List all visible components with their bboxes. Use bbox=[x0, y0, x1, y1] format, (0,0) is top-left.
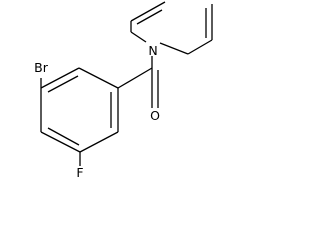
bond-n-ch2-right bbox=[159, 42, 189, 55]
bond-allyl-right-1 bbox=[187, 39, 213, 55]
bond-allyl-left-2b bbox=[136, 9, 163, 25]
ring-bond-1 bbox=[40, 67, 80, 89]
atom-label-fluorine: F bbox=[76, 165, 83, 180]
structure-diagram: Br N O F bbox=[34, 1, 213, 180]
benzene-ring bbox=[40, 67, 119, 153]
ring-double-bond-inner-3 bbox=[47, 127, 80, 146]
ring-double-bond-inner-1 bbox=[47, 75, 79, 93]
bond-allyl-left-2 bbox=[130, 1, 166, 22]
ring-bond-2 bbox=[78, 67, 119, 89]
atom-label-oxygen: O bbox=[150, 108, 160, 123]
bond-n-ch2-left bbox=[130, 31, 147, 43]
bond-ring-carbonyl bbox=[117, 67, 153, 89]
ring-bond-5 bbox=[40, 131, 81, 153]
atom-label-bromine: Br bbox=[34, 60, 49, 75]
atom-label-nitrogen: N bbox=[148, 43, 157, 58]
ring-bond-4 bbox=[79, 131, 119, 153]
substituent-bonds bbox=[40, 1, 213, 166]
